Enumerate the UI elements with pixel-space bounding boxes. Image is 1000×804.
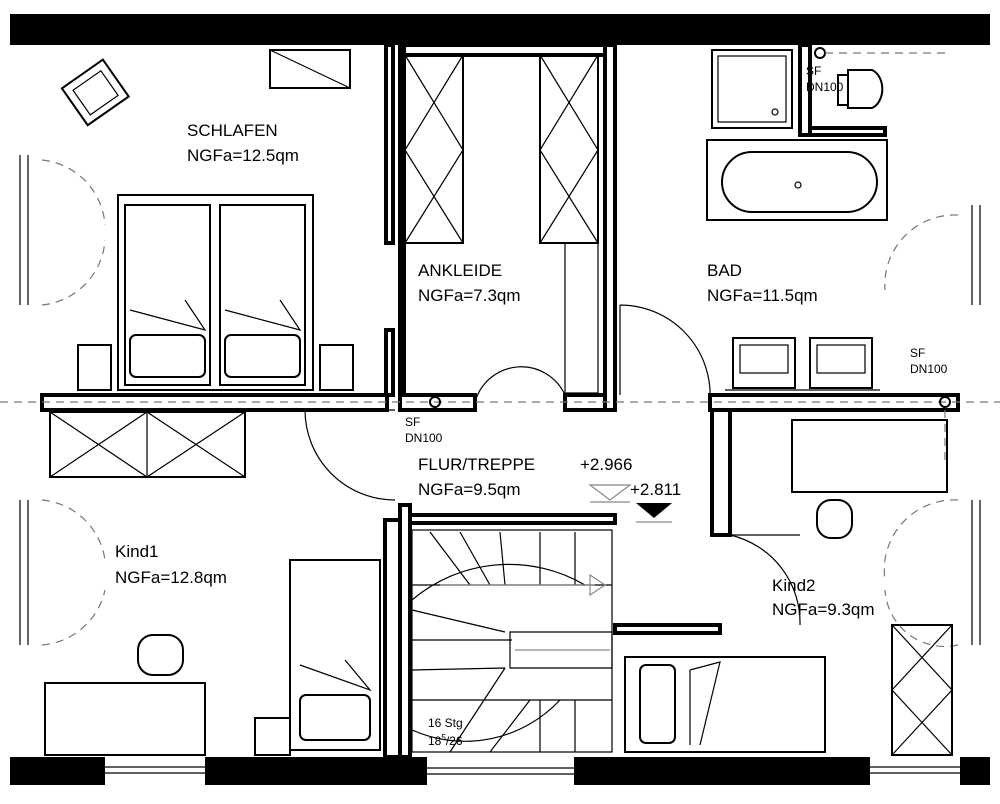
doors <box>41 159 959 648</box>
level-upper: +2.966 <box>580 455 632 474</box>
armchair <box>60 58 131 127</box>
level-markers: +2.966 +2.811 <box>580 455 681 523</box>
stair-rise-sup: 5 <box>441 733 446 742</box>
chair-kind1 <box>137 634 184 676</box>
drain-pipes <box>429 47 951 465</box>
drain-size: DN100 <box>910 362 948 376</box>
furniture <box>44 47 953 756</box>
nightstand <box>319 344 354 391</box>
room-name-kind1: Kind1 <box>115 542 158 561</box>
drain-type: SF <box>405 415 420 429</box>
stool <box>254 717 291 756</box>
level-lower: +2.811 <box>630 480 681 499</box>
bench <box>269 49 351 89</box>
room-area-kind2: NGFa=9.3qm <box>772 600 875 619</box>
bed-kind1 <box>289 559 381 751</box>
room-area-ankleide: NGFa=7.3qm <box>418 286 521 305</box>
room-name-bad: BAD <box>707 261 742 280</box>
room-name-ankleide: ANKLEIDE <box>418 261 502 280</box>
bathtub <box>706 139 888 221</box>
desk-kind2 <box>791 419 948 539</box>
room-name-kind2: Kind2 <box>772 576 815 595</box>
drain-size: DN100 <box>405 431 443 445</box>
stair-steps: 16 Stg <box>428 716 463 730</box>
shower <box>711 49 793 129</box>
drain-type: SF <box>806 64 821 78</box>
staircase <box>411 529 613 753</box>
stair-ratio: 185/26 <box>428 733 463 748</box>
nightstand <box>77 344 112 391</box>
desk-kind1 <box>44 682 206 756</box>
room-area-bad: NGFa=11.5qm <box>707 286 818 305</box>
stair-rise: 18 <box>428 734 442 748</box>
room-area-flur: NGFa=9.5qm <box>418 480 521 499</box>
drain-type: SF <box>910 346 925 360</box>
double-bed <box>117 194 314 391</box>
bed-kind2 <box>624 656 826 753</box>
washbasins <box>725 337 880 391</box>
room-area-schlafen: NGFa=12.5qm <box>187 146 299 165</box>
stair-run: /26 <box>446 734 463 748</box>
room-area-kind1: NGFa=12.8qm <box>115 568 227 587</box>
wardrobes <box>49 54 953 756</box>
room-name-schlafen: SCHLAFEN <box>187 121 278 140</box>
windows <box>8 155 992 787</box>
toilet <box>837 69 884 109</box>
drain-size: DN100 <box>806 80 844 94</box>
room-name-flur: FLUR/TREPPE <box>418 455 535 474</box>
